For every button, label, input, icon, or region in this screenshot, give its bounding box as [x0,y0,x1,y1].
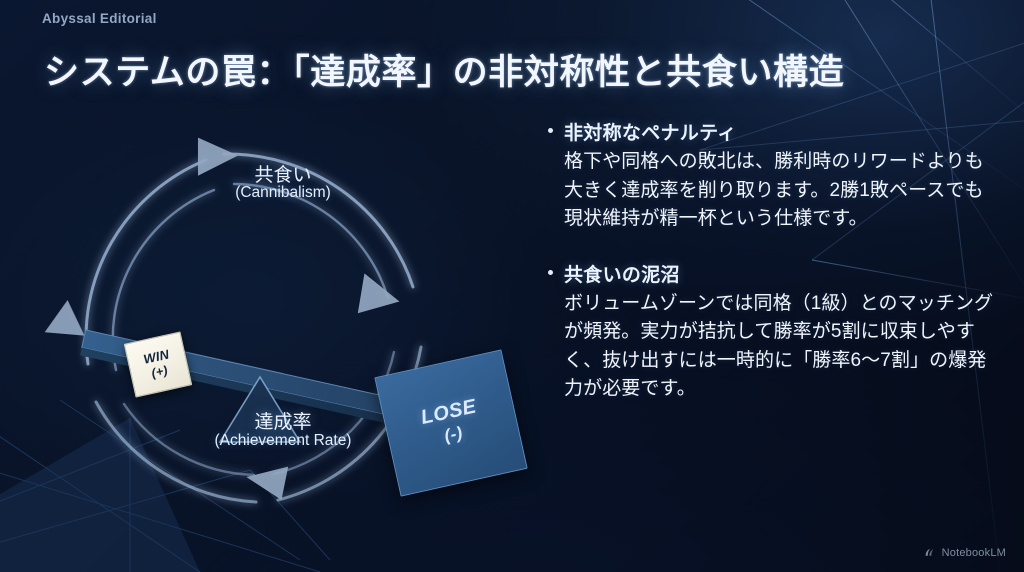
achievement-rate-label-en: (Achievement Rate) [214,432,352,449]
bullet-body: 非対称なペナルティ 格下や同格への敗北は、勝利時のリワードよりも大きく達成率を削… [564,118,1000,234]
cannibalism-label-jp: 共食い [254,165,312,186]
bullet-list: 非対称なペナルティ 格下や同格への敗北は、勝利時のリワードよりも大きく達成率を削… [548,118,1000,430]
list-item: 非対称なペナルティ 格下や同格への敗北は、勝利時のリワードよりも大きく達成率を削… [548,118,1000,234]
bullet-dot-icon [548,260,564,404]
cannibalism-label-en: (Cannibalism) [235,184,331,201]
notebooklm-watermark: NotebookLM [924,546,1006,559]
watermark-text: NotebookLM [941,546,1006,559]
bullet-heading: 共食いの泥沼 [564,264,680,286]
notebooklm-logo-icon [925,548,933,556]
fulcrum-triangle [218,375,302,443]
page-title: システムの罠：「達成率」の非対称性と共食い構造 [44,53,845,92]
bullet-body: 共食いの泥沼 ボリュームゾーンでは同格（1級）とのマッチングが頻発。実力が拮抗し… [564,260,1000,404]
bullet-heading: 非対称なペナルティ [564,123,737,144]
bullet-text: ボリュームゾーンでは同格（1級）とのマッチングが頻発。実力が拮抗して勝率が5割に… [564,292,994,400]
win-block-sign: (+) [150,363,170,381]
seesaw-cycle-diagram: WIN (+) LOSE (-) 共食い (Cannibalism) 達成率 (… [28,112,538,512]
cycle-arrowheads [44,137,400,501]
bullet-text: 格下や同格への敗北は、勝利時のリワードよりも大きく達成率を削り取ります。2勝1敗… [564,151,984,229]
list-item: 共食いの泥沼 ボリュームゾーンでは同格（1級）とのマッチングが頻発。実力が拮抗し… [548,260,1000,404]
achievement-rate-label-jp: 達成率 [254,412,312,433]
eyebrow-label: Abyssal Editorial [42,11,157,26]
bullet-dot-icon [548,118,564,234]
